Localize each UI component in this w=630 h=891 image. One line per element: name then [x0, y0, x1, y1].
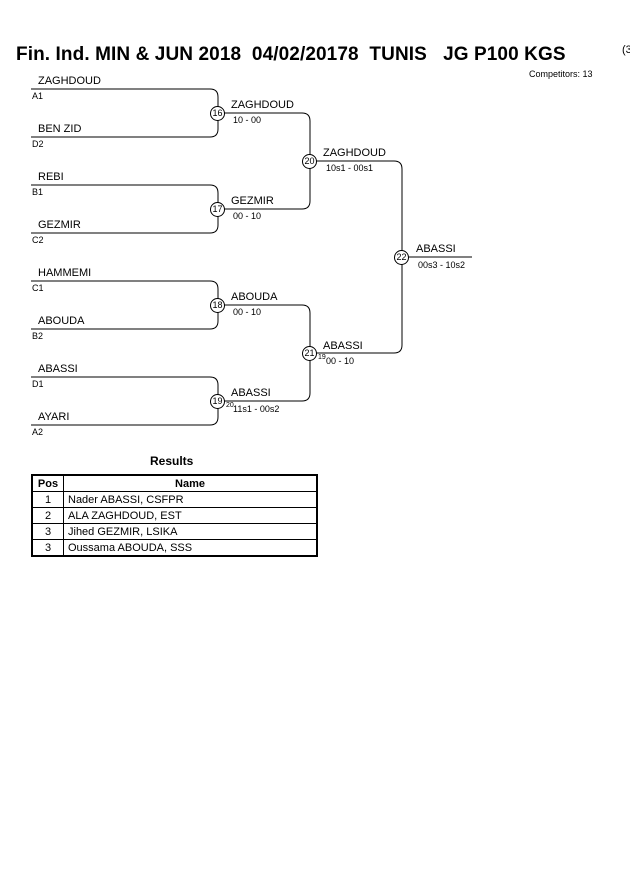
- match-score: 00 - 10: [233, 211, 262, 221]
- entrant-name: ABASSI: [38, 363, 78, 375]
- result-name: Oussama ABOUDA, SSS: [63, 539, 318, 557]
- entrant-seed: C2: [32, 235, 44, 245]
- table-row: 2 ALA ZAGHDOUD, EST: [31, 507, 318, 524]
- entrant-seed: A1: [32, 91, 44, 101]
- winner-name: ZAGHDOUD: [231, 99, 294, 111]
- winner-name: ZAGHDOUD: [323, 147, 386, 159]
- entrant-name: GEZMIR: [38, 219, 81, 231]
- match-number: 17: [210, 202, 225, 217]
- table-row: 3 Oussama ABOUDA, SSS: [31, 539, 318, 557]
- entrant-seed: A2: [32, 427, 44, 437]
- entrant-seed: D2: [32, 139, 44, 149]
- match-number: 21: [302, 346, 317, 361]
- match-score: 10 - 00: [233, 115, 262, 125]
- result-name: Nader ABASSI, CSFPR: [63, 491, 318, 508]
- winner-name: GEZMIR: [231, 195, 274, 207]
- winner-name: ABASSI: [231, 387, 271, 399]
- match-note: 19: [318, 354, 326, 361]
- table-row: 1 Nader ABASSI, CSFPR: [31, 491, 318, 508]
- entrant-name: ABOUDA: [38, 315, 85, 327]
- column-header-pos: Pos: [31, 474, 64, 492]
- match-number: 19: [210, 394, 225, 409]
- results-title: Results: [150, 454, 194, 468]
- result-name: ALA ZAGHDOUD, EST: [63, 507, 318, 524]
- match-number: 16: [210, 106, 225, 121]
- match-score: 11s1 - 00s2: [233, 404, 280, 414]
- competitors-count: Competitors: 13: [529, 69, 593, 79]
- entrant-name: REBI: [38, 171, 64, 183]
- entrant-name: ZAGHDOUD: [38, 75, 101, 87]
- entrant-seed: D1: [32, 379, 44, 389]
- result-pos: 2: [31, 507, 64, 524]
- column-header-name: Name: [63, 474, 318, 492]
- match-score: 00 - 10: [326, 356, 355, 366]
- match-note: 20: [226, 402, 234, 409]
- entrant-seed: C1: [32, 283, 44, 293]
- results-table: Pos Name 1 Nader ABASSI, CSFPR 2 ALA ZAG…: [31, 474, 318, 557]
- page-title: Fin. Ind. MIN & JUN 2018 04/02/20178 TUN…: [16, 44, 566, 65]
- entrant-name: HAMMEMI: [38, 267, 92, 279]
- match-score: 10s1 - 00s1: [326, 163, 374, 173]
- match-number: 20: [302, 154, 317, 169]
- entrant-seed: B2: [32, 331, 44, 341]
- entrant-name: BEN ZID: [38, 123, 82, 135]
- result-pos: 1: [31, 491, 64, 508]
- winner-name: ABASSI: [416, 243, 456, 255]
- match-score: 00 - 10: [233, 307, 262, 317]
- table-row: 3 Jihed GEZMIR, LSIKA: [31, 523, 318, 540]
- winner-name: ABASSI: [323, 340, 363, 352]
- winner-name: ABOUDA: [231, 291, 278, 303]
- result-name: Jihed GEZMIR, LSIKA: [63, 523, 318, 540]
- match-number: 18: [210, 298, 225, 313]
- title-overflow: (3: [622, 44, 630, 56]
- table-header-row: Pos Name: [31, 474, 318, 492]
- match-score: 00s3 - 10s2: [418, 260, 466, 270]
- result-pos: 3: [31, 523, 64, 540]
- entrant-name: AYARI: [38, 411, 70, 423]
- result-pos: 3: [31, 539, 64, 557]
- entrant-seed: B1: [32, 187, 44, 197]
- match-number: 22: [394, 250, 409, 265]
